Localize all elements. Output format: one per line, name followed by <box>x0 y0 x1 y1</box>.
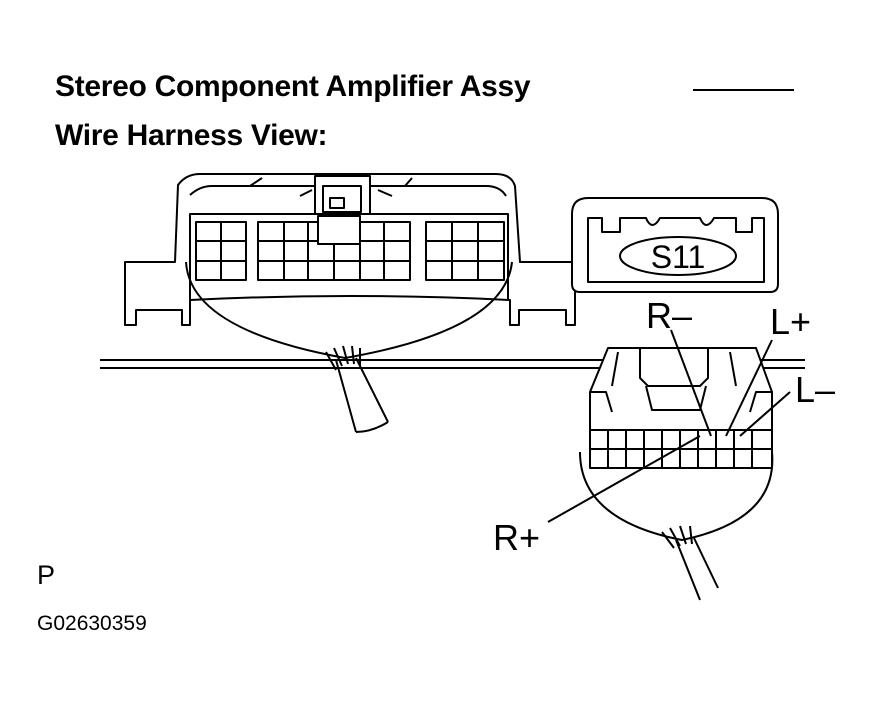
pin-label-l-plus: L+ <box>770 301 811 342</box>
diagram-subtitle: Wire Harness View: <box>55 119 328 152</box>
leader-l-plus <box>725 339 773 437</box>
connector-code: S11 <box>651 239 706 275</box>
connector-housing <box>571 197 779 293</box>
leader-l-minus <box>739 391 791 437</box>
main-connector <box>124 173 576 433</box>
diagram-title: Stereo Component Amplifier Assy <box>55 70 531 103</box>
blank-line <box>693 89 794 91</box>
leader-r-minus <box>670 329 712 437</box>
pin-connector <box>579 347 774 601</box>
figure-id: G02630359 <box>37 612 147 635</box>
leader-r-plus <box>547 435 701 523</box>
pin-label-r-minus: R– <box>646 295 692 336</box>
page-mark: P <box>37 560 56 590</box>
pin-label-r-plus: R+ <box>493 517 540 558</box>
pin-label-l-minus: L– <box>795 369 835 410</box>
leader-lines <box>547 329 791 523</box>
